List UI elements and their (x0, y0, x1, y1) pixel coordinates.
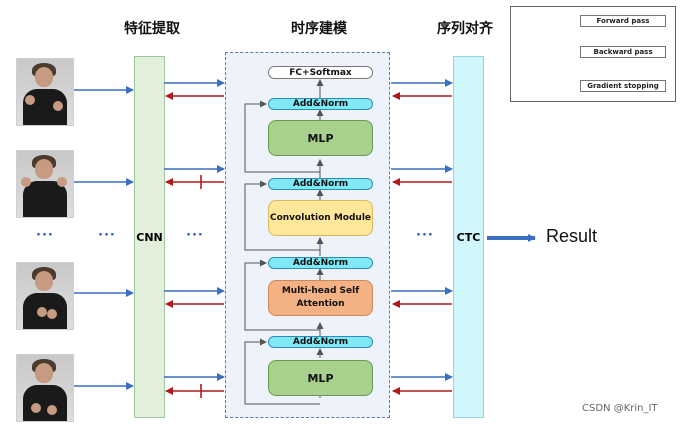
ellipsis: ··· (36, 228, 54, 243)
legend-forward-label: Forward pass (580, 15, 666, 27)
fc-softmax-block: FC+Softmax (268, 66, 373, 79)
header-feature-extraction: 特征提取 (124, 21, 180, 37)
ellipsis: ··· (416, 228, 434, 243)
add-norm-block: Add&Norm (268, 336, 373, 348)
signer-thumbnail (16, 150, 74, 218)
ellipsis: ··· (186, 228, 204, 243)
add-norm-block: Add&Norm (268, 98, 373, 110)
legend-backward-label: Backward pass (580, 46, 666, 58)
cnn-column (134, 56, 165, 418)
mlp-block: MLP (268, 360, 373, 396)
result-label: Result (546, 226, 598, 246)
ellipsis: ··· (98, 228, 116, 243)
mlp-block: MLP (268, 120, 373, 156)
signer-thumbnail (16, 354, 74, 422)
watermark: CSDN @Krin_IT (582, 403, 658, 414)
legend-gradient-stop-label: Gradient stopping (580, 80, 666, 92)
header-temporal-modeling: 时序建模 (291, 21, 347, 37)
ctc-label: CTC (456, 231, 481, 244)
signer-thumbnail (16, 58, 74, 126)
internal-flow (244, 79, 324, 405)
convolution-module-block: Convolution Module (268, 200, 373, 236)
add-norm-block: Add&Norm (268, 178, 373, 190)
multi-head-self-attention-block: Multi-head Self Attention (268, 280, 373, 316)
forward-arrow-group (74, 79, 453, 390)
mhsa-line-1: Multi-head Self (281, 286, 360, 296)
add-norm-block: Add&Norm (268, 257, 373, 269)
cnn-label: CNN (136, 231, 163, 244)
ctc-column (453, 56, 484, 418)
header-sequence-alignment: 序列对齐 (437, 21, 493, 37)
signer-thumbnail (16, 262, 74, 330)
backward-arrow-group (165, 92, 452, 398)
mhsa-line-2: Attention (296, 299, 345, 309)
